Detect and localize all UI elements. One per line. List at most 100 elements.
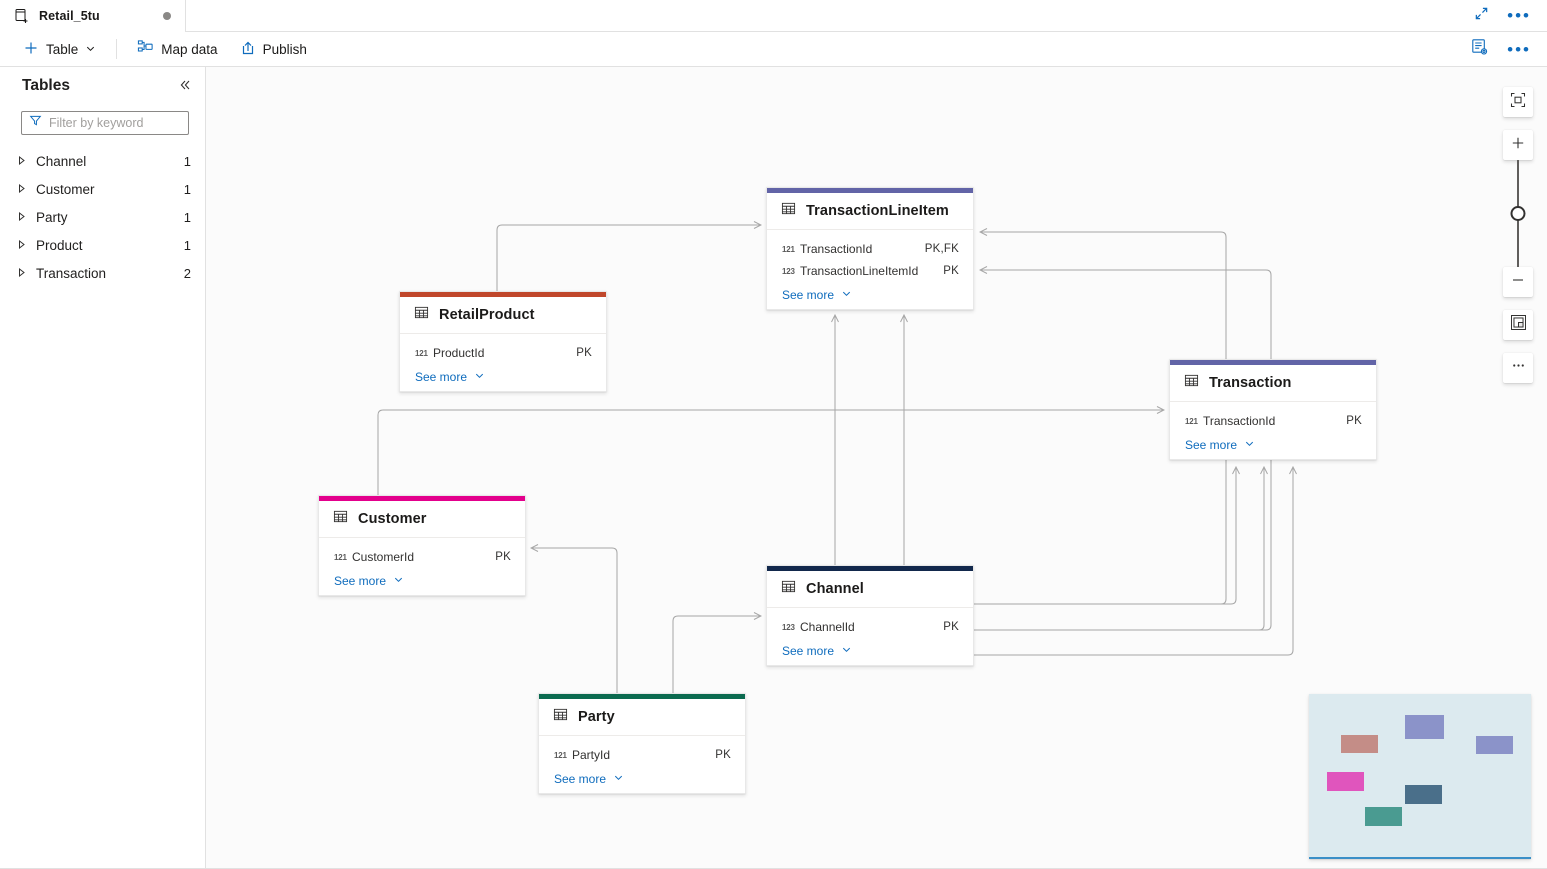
entity-accent-bar	[539, 694, 745, 699]
chevron-down-icon	[393, 574, 404, 588]
expand-triangle-icon[interactable]	[18, 183, 32, 195]
entity-accent-bar	[400, 292, 606, 297]
entity-header[interactable]: Transaction	[1170, 365, 1376, 402]
field-key-badge: PK	[495, 551, 511, 563]
minimap-toggle-button[interactable]	[1503, 310, 1533, 340]
expand-diagonal-icon[interactable]	[1474, 6, 1489, 26]
table-grid-icon	[781, 579, 796, 599]
zoom-slider-thumb[interactable]	[1510, 206, 1526, 221]
entity-field-row[interactable]: 121 CustomerId PK	[319, 546, 525, 568]
document-tab[interactable]: Retail_5tu	[0, 0, 186, 32]
publish-button[interactable]: Publish	[231, 35, 316, 63]
commandbar-more-button[interactable]: •••	[1507, 39, 1531, 59]
fit-to-screen-button[interactable]	[1503, 87, 1533, 117]
field-name: ChannelId	[800, 620, 855, 634]
field-key-badge: PK	[943, 621, 959, 633]
entity-accent-bar	[767, 188, 973, 193]
see-more-button[interactable]: See more	[319, 568, 525, 588]
plus-icon	[1510, 135, 1526, 156]
toolbar-divider	[116, 39, 118, 59]
sidebar-item-count: 1	[183, 181, 191, 197]
zoom-out-button[interactable]	[1503, 267, 1533, 297]
list-settings-icon[interactable]	[1471, 38, 1489, 61]
see-more-label: See more	[334, 574, 387, 588]
funnel-filter-icon	[29, 114, 42, 132]
chevron-down-icon	[841, 288, 852, 302]
entity-header[interactable]: TransactionLineItem	[767, 193, 973, 230]
see-more-button[interactable]: See more	[400, 364, 606, 384]
entity-card-customer[interactable]: Customer 121 CustomerId PK See more	[318, 495, 526, 596]
filter-box[interactable]	[21, 111, 189, 135]
field-type-icon: 121	[334, 552, 347, 562]
map-data-button[interactable]: Map data	[128, 35, 226, 63]
see-more-button[interactable]: See more	[767, 638, 973, 658]
see-more-button[interactable]: See more	[767, 282, 973, 302]
zoom-in-button[interactable]	[1503, 130, 1533, 160]
see-more-button[interactable]: See more	[539, 766, 745, 786]
field-key-badge: PK	[1346, 415, 1362, 427]
entity-title: Customer	[358, 511, 427, 527]
entity-title: Transaction	[1209, 375, 1292, 391]
minimap-viewport-indicator	[1309, 857, 1531, 859]
entity-fields: 121 CustomerId PK See more	[319, 538, 525, 595]
minimap-rect-retailproduct	[1341, 735, 1378, 753]
map-data-label: Map data	[161, 41, 218, 57]
entity-header[interactable]: Channel	[767, 571, 973, 608]
field-name: CustomerId	[352, 550, 415, 564]
command-bar: Table Map data Publis	[0, 32, 1547, 67]
more-ellipsis-icon	[1510, 357, 1527, 379]
table-grid-icon	[781, 201, 796, 221]
add-table-label: Table	[46, 41, 79, 57]
table-grid-icon	[414, 305, 429, 325]
expand-triangle-icon[interactable]	[18, 267, 32, 279]
expand-triangle-icon[interactable]	[18, 239, 32, 251]
entity-header[interactable]: Party	[539, 699, 745, 736]
filter-input[interactable]	[49, 116, 181, 130]
table-grid-icon	[333, 509, 348, 529]
entity-header[interactable]: Customer	[319, 501, 525, 538]
chevron-down-icon	[1244, 438, 1255, 452]
chevron-double-left-icon[interactable]	[178, 78, 192, 94]
sidebar-item-count: 1	[183, 237, 191, 253]
unsaved-indicator-dot	[163, 12, 171, 20]
minimap[interactable]	[1309, 694, 1531, 859]
field-key-badge: PK	[943, 265, 959, 277]
sidebar-item-count: 2	[183, 265, 191, 281]
see-more-button[interactable]: See more	[1170, 432, 1376, 452]
entity-header[interactable]: RetailProduct	[400, 297, 606, 334]
entity-title: Party	[578, 709, 615, 725]
tables-sidebar: Tables Channel1Customer1Party1Product1Tr…	[0, 67, 206, 869]
chevron-down-icon	[474, 370, 485, 384]
add-table-button[interactable]: Table	[14, 35, 105, 63]
field-type-icon: 121	[782, 244, 795, 254]
field-key-badge: PK,FK	[924, 243, 959, 255]
titlebar-more-button[interactable]: •••	[1507, 6, 1531, 25]
canvas-more-button[interactable]	[1503, 353, 1533, 383]
see-more-label: See more	[782, 288, 835, 302]
field-type-icon: 121	[1185, 416, 1198, 426]
table-grid-icon	[1184, 373, 1199, 393]
zoom-slider[interactable]	[1503, 160, 1533, 267]
expand-triangle-icon[interactable]	[18, 211, 32, 223]
see-more-label: See more	[554, 772, 607, 786]
expand-triangle-icon[interactable]	[18, 155, 32, 167]
